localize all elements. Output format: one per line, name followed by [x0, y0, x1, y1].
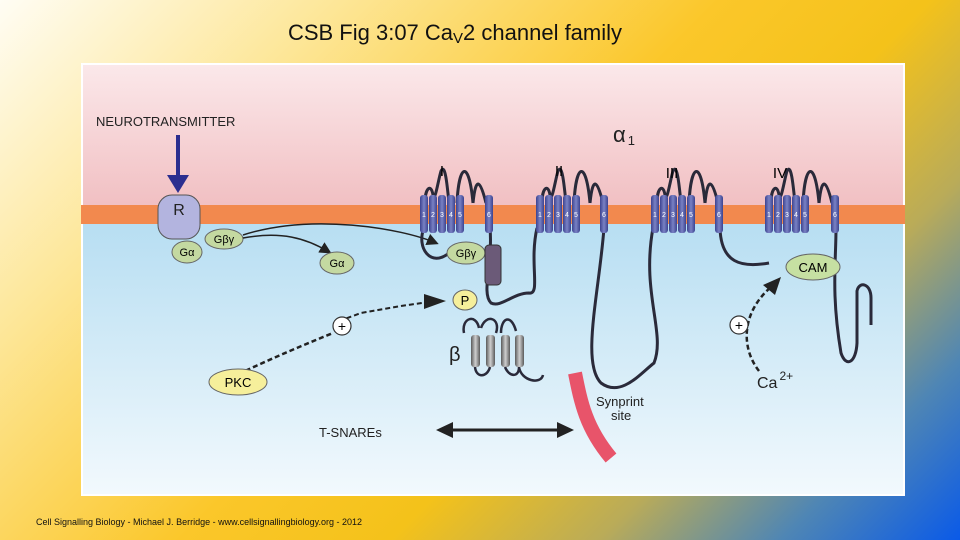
- calcium-cam-arrowhead: [763, 277, 781, 295]
- svg-text:2: 2: [776, 212, 780, 219]
- pkc-phosphorylation-arrow: [338, 300, 437, 322]
- svg-text:1: 1: [422, 212, 426, 219]
- pkc-label: PKC: [225, 375, 252, 390]
- slide-title: CSB Fig 3:07 CaV2 channel family: [287, 20, 623, 47]
- cam-label: CAM: [799, 260, 828, 275]
- beta-label: β: [449, 344, 461, 366]
- svg-text:2: 2: [547, 212, 551, 219]
- svg-text:1: 1: [767, 212, 771, 219]
- svg-text:2: 2: [662, 212, 666, 219]
- t-snares-label: T-SNAREs: [319, 425, 382, 440]
- p-label: P: [461, 293, 470, 308]
- pkc-protein: [208, 368, 268, 396]
- receptor-label: R: [173, 202, 185, 219]
- svg-text:1: 1: [653, 212, 657, 219]
- domain-iv-segments: 1 2 3 4 5 6: [765, 195, 839, 233]
- neurotransmitter-arrowhead: [167, 175, 189, 193]
- g-beta-gamma-protein: [204, 228, 244, 250]
- beta-subunit: [462, 317, 545, 382]
- domain-label-iii: III: [666, 165, 679, 182]
- neurotransmitter-label: NEUROTRANSMITTER: [96, 114, 235, 129]
- svg-text:1: 1: [538, 212, 542, 219]
- domain-iii-segments: 1 2 3 4 5 6: [651, 195, 723, 233]
- receptor: [157, 194, 201, 240]
- svg-text:3: 3: [785, 212, 789, 219]
- g-beta-gamma-label: Gβγ: [214, 234, 235, 246]
- svg-text:6: 6: [717, 212, 721, 219]
- svg-text:5: 5: [458, 212, 462, 219]
- g-alpha-free: [319, 251, 355, 275]
- domain-label-iv: IV: [773, 165, 787, 182]
- g-alpha-label: Gα: [180, 247, 196, 259]
- g-alpha-protein: [171, 240, 203, 264]
- plus-label-ca: +: [735, 317, 743, 333]
- svg-text:3: 3: [556, 212, 560, 219]
- svg-text:3: 3: [671, 212, 675, 219]
- calcium-cam-dashed-line: [745, 286, 772, 372]
- svg-text:6: 6: [833, 212, 837, 219]
- plus-label-pkc: +: [338, 318, 346, 334]
- domain-ii-segments: 1 2 3 4 5 6: [536, 195, 608, 233]
- svg-text:5: 5: [803, 212, 807, 219]
- svg-text:6: 6: [487, 212, 491, 219]
- calmodulin-protein: [785, 253, 841, 281]
- g-alpha-free-label: Gα: [330, 258, 346, 270]
- svg-text:4: 4: [449, 212, 453, 219]
- gbetagamma-binding-site: [484, 244, 502, 286]
- domain-label-i: I: [440, 163, 444, 180]
- svg-text:3: 3: [440, 212, 444, 219]
- svg-text:5: 5: [574, 212, 578, 219]
- svg-text:4: 4: [794, 212, 798, 219]
- svg-text:4: 4: [680, 212, 684, 219]
- domain-label-ii: II: [555, 163, 563, 180]
- footer-credit: Cell Signalling Biology - Michael J. Ber…: [36, 517, 362, 527]
- phosphorylation-site: [452, 289, 478, 311]
- svg-text:2: 2: [431, 212, 435, 219]
- g-beta-gamma-bound-label: Gβγ: [456, 248, 477, 260]
- plus-icon-pkc: [332, 316, 352, 336]
- pkc-arrowhead-head: [424, 294, 446, 309]
- extracellular-region: [83, 65, 903, 207]
- domain-i-segments: 1 2 3 4 5 6: [420, 195, 493, 233]
- galpha-release-arrow: [242, 234, 332, 254]
- svg-text:4: 4: [565, 212, 569, 219]
- svg-text:5: 5: [689, 212, 693, 219]
- synprint-label-line1: Synprint: [596, 394, 644, 409]
- t-snares-arrowhead-right: [557, 422, 574, 438]
- synprint-label-line2: site: [611, 408, 631, 423]
- svg-text:6: 6: [602, 212, 606, 219]
- plus-icon-ca: [729, 315, 749, 335]
- t-snares-arrowhead-left: [436, 422, 453, 438]
- synprint-site-region: [568, 371, 617, 463]
